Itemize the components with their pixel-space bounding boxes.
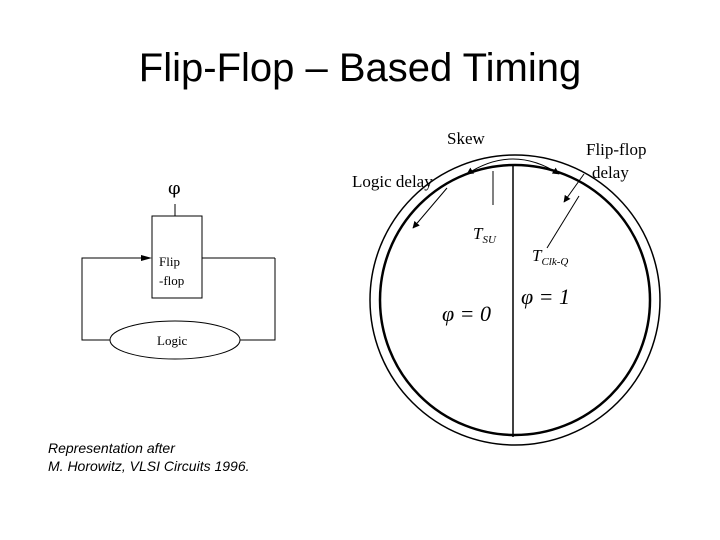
- tsu-label: TSU: [473, 224, 497, 246]
- tclkq-label: TClk-Q: [532, 246, 568, 268]
- tsu-subscript: SU: [482, 234, 497, 246]
- caption-line-2: M. Horowitz, VLSI Circuits 1996.: [48, 458, 250, 474]
- logic-to-ff-output-wire: [240, 258, 276, 341]
- timing-circle-outer: [369, 154, 661, 446]
- flipflop-delay-label-line2: delay: [592, 163, 629, 182]
- flipflop-label-line1: Flip: [159, 254, 180, 269]
- logic-output-wire: [81, 257, 145, 341]
- phase-0-label: φ = 0: [442, 301, 491, 326]
- logic-label: Logic: [157, 333, 188, 348]
- caption-line-1: Representation after: [48, 440, 175, 456]
- phase-1-label: φ = 1: [521, 284, 570, 309]
- logic-delay-label: Logic delay: [352, 172, 433, 191]
- logic-block: [109, 320, 241, 360]
- attribution-caption: Representation after M. Horowitz, VLSI C…: [48, 439, 250, 475]
- ff-input-arrow: [141, 255, 152, 261]
- flipflop-label-line2: -flop: [159, 273, 184, 288]
- flipflop-delay-label-line1: Flip-flop: [586, 140, 646, 159]
- clkq-delay-tick: [546, 195, 580, 249]
- flipflop-delay-pointer: [563, 173, 585, 203]
- slide-title: Flip-Flop – Based Timing: [138, 46, 582, 90]
- tclkq-base: T: [532, 246, 543, 265]
- clock-symbol: φ: [168, 178, 181, 199]
- tsu-base: T: [473, 224, 484, 243]
- skew-arrow: [466, 158, 560, 175]
- logic-delay-pointer: [412, 187, 448, 229]
- tclkq-subscript: Clk-Q: [541, 256, 568, 268]
- timing-circle-inner: [378, 163, 652, 437]
- skew-label: Skew: [447, 129, 486, 148]
- flipflop-box: [151, 215, 203, 299]
